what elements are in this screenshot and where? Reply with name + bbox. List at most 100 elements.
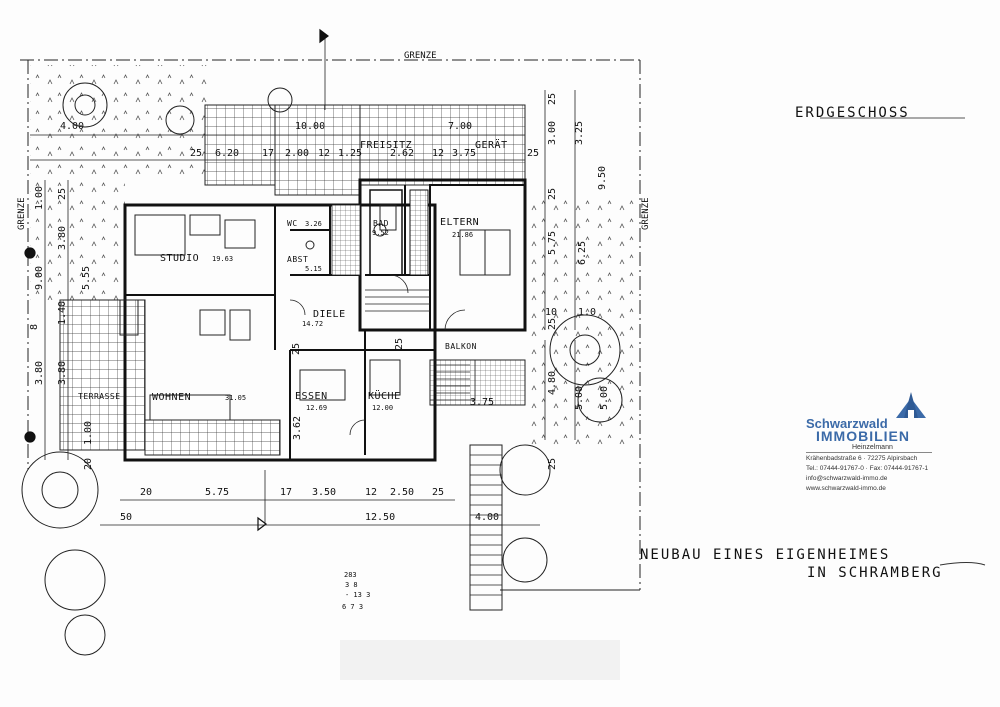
room-area-bad: 9.52: [372, 229, 389, 237]
boundary-label-right: GRENZE: [641, 197, 651, 230]
dim-top2: 17: [262, 148, 275, 159]
dim-left-inner: 3.80: [57, 360, 68, 385]
dim-bottom1: 2.50: [390, 487, 415, 498]
room-label-abst: ABST: [287, 255, 309, 264]
stamp-website: www.schwarzwald-immo.de: [806, 485, 886, 492]
dim-bottom2: 4.00: [475, 512, 500, 523]
dim-left-inner: 8: [29, 323, 40, 330]
dim-bottom1: 20: [140, 487, 153, 498]
dim-top2: 1.25: [338, 148, 363, 159]
dim-top2: 12: [432, 148, 445, 159]
room-label-wohnen: WOHNEN: [152, 392, 192, 403]
dim-misc: 10: [545, 307, 558, 318]
room-label-wc: WC: [287, 219, 298, 228]
dim-bottom2: 12.50: [365, 512, 396, 523]
dim-right-inner: 5.75: [547, 230, 558, 255]
project-title-line1: NEUBAU EINES EIGENHEIMES: [640, 547, 891, 563]
dim-bottom2: 50: [120, 512, 133, 523]
room-label-bad: BAD: [373, 219, 389, 228]
room-area-kuche: 12.00: [372, 404, 394, 412]
stamp-phone: Tel.: 07444-91767-0 · Fax: 07444-91767-1: [806, 465, 929, 472]
room-label-freisitz: FREISITZ: [360, 140, 413, 151]
dim-left-inner: 20: [83, 457, 94, 470]
interior-walls: [125, 185, 435, 460]
stamp-divider: [806, 452, 932, 453]
room-label-gerat: GERÄT: [475, 140, 508, 151]
dim-misc: 3.62: [292, 415, 303, 440]
dim-right-outer: 9.50: [597, 165, 608, 190]
dim-right-inner: 25: [547, 457, 558, 470]
dimension-lines: [30, 35, 576, 526]
sheet-title: ERDGESCHOSS: [795, 105, 910, 121]
dim-right-inner: 25: [547, 92, 558, 105]
dim-bottom1: 17: [280, 487, 293, 498]
dim-top2: 25: [527, 148, 540, 159]
boundary-label-left: GRENZE: [17, 197, 27, 230]
scribble-note: - 13 3: [345, 591, 371, 599]
dim-right-inner: 4.80: [547, 370, 558, 395]
dim-bottom1: 25: [432, 487, 445, 498]
dim-misc: 25: [291, 342, 302, 355]
dim-left-inner: 25: [57, 187, 68, 200]
room-area-abst: 5.15: [305, 265, 322, 273]
brand-name: Schwarzwald: [806, 416, 888, 431]
dim-left-inner: 5.55: [81, 265, 92, 290]
dim-top2: 12: [318, 148, 331, 159]
terrace-paving: [59, 104, 526, 456]
staircase: [331, 204, 503, 611]
scribble-line: [939, 562, 986, 566]
dim-bottom1: 3.50: [312, 487, 337, 498]
dim-right-inner: 3.00: [547, 120, 558, 145]
dim-misc: 25: [394, 337, 405, 350]
dim-top1: 10.00: [295, 121, 326, 132]
dim-left-outer: 1.00: [34, 185, 45, 210]
dim-top2: 2.62: [390, 148, 415, 159]
room-area-eltern: 21.86: [452, 231, 474, 239]
dim-right-inner: 6.25: [577, 240, 588, 265]
scribble-note: 283: [344, 571, 357, 579]
property-boundary: [20, 59, 641, 591]
room-area-studio: 19.63: [212, 255, 234, 263]
dim-bottom1: 12: [365, 487, 378, 498]
dim-left-inner: 1.40: [57, 300, 68, 325]
dim-right-inner: 25: [547, 317, 558, 330]
stamp-address: Krähenbadstraße 6 · 72275 Alpirsbach: [806, 455, 918, 462]
dim-bottom1: 5.75: [205, 487, 230, 498]
furniture: [119, 204, 511, 421]
boundary-label-top: GRENZE: [404, 51, 437, 61]
brand-owner: Heinzelmann: [852, 444, 893, 451]
dim-top1: 7.00: [448, 121, 473, 132]
room-area-diele: 14.72: [302, 320, 324, 328]
stamp-email: info@schwarzwald-immo.de: [806, 475, 888, 482]
dim-top2: 6.20: [215, 148, 240, 159]
section-markers: [24, 28, 329, 532]
exterior-walls: [123, 178, 527, 462]
house-tree-logo-icon: [896, 392, 926, 418]
dim-misc: 1.0: [578, 307, 597, 318]
room-area-essen: 12.69: [306, 404, 328, 412]
dim-right-inner: 25: [547, 187, 558, 200]
dim-top2: 3.75: [452, 148, 477, 159]
room-label-kuche: KÜCHE: [368, 391, 401, 402]
scribble-note: 6 7 3: [342, 603, 364, 611]
room-label-essen: ESSEN: [295, 391, 328, 402]
dim-right-inner: 3.25: [574, 120, 585, 145]
room-area-wc: 3.26: [305, 220, 322, 228]
dim-right-outer: 5.00: [599, 385, 610, 410]
dim-top1: 4.00: [60, 121, 85, 132]
dim-left-inner: 1.00: [83, 420, 94, 445]
dim-left-inner: 3.80: [57, 225, 68, 250]
dim-top2: 2.00: [285, 148, 310, 159]
room-label-terrasse: TERRASSE: [78, 392, 121, 401]
trees: [21, 82, 623, 656]
dim-top2: 25: [190, 148, 203, 159]
dim-left-outer: 3.80: [34, 360, 45, 385]
room-label-studio: STUDIO: [160, 253, 200, 264]
project-title-line2: IN SCHRAMBERG: [807, 565, 943, 581]
scribble-note: 3 8: [345, 581, 358, 589]
room-label-eltern: ELTERN: [440, 217, 480, 228]
dim-left-outer: 9.00: [34, 265, 45, 290]
dim-misc: 3.75: [470, 397, 495, 408]
brand-subtitle: IMMOBILIEN: [816, 428, 910, 444]
